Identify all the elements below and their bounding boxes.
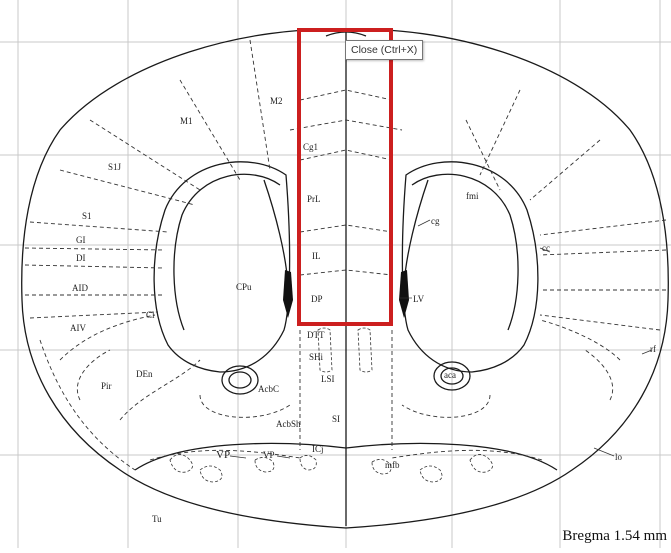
close-tooltip: Close (Ctrl+X)	[345, 40, 423, 60]
region-labels: M1 M2 Cg1 S1J S1 GI DI AID AIV Cl CPu Pr…	[70, 96, 656, 524]
label-shi: SHi	[309, 352, 324, 362]
label-mfb: mfb	[385, 460, 400, 470]
label-il: IL	[312, 251, 321, 261]
label-rf: rf	[650, 344, 656, 354]
label-si: SI	[332, 414, 340, 424]
label-lv: LV	[413, 294, 425, 304]
label-cl: Cl	[146, 310, 155, 320]
label-pir: Pir	[101, 381, 112, 391]
label-aca: aca	[444, 370, 456, 380]
label-di: DI	[76, 253, 86, 263]
label-vp-left: VP	[216, 449, 230, 461]
label-fmi: fmi	[466, 191, 479, 201]
label-acbsh: AcbSh	[276, 419, 301, 429]
bregma-label: Bregma 1.54 mm	[562, 528, 667, 545]
selection-box[interactable]	[299, 30, 391, 324]
label-aiv: AIV	[70, 323, 86, 333]
label-m2: M2	[270, 96, 283, 106]
label-cpu: CPu	[236, 282, 252, 292]
label-aid: AID	[72, 283, 88, 293]
label-icj: ICj	[312, 444, 324, 454]
label-cg1: Cg1	[303, 142, 318, 152]
label-m1: M1	[180, 116, 193, 126]
label-cc: cc	[542, 243, 550, 253]
label-dp: DP	[311, 294, 323, 304]
label-lsi: LSI	[321, 374, 335, 384]
label-cg: cg	[431, 216, 440, 226]
label-s1: S1	[82, 211, 92, 221]
brain-outline	[22, 30, 669, 528]
label-prl: PrL	[307, 194, 321, 204]
label-dtt: DTT	[307, 330, 325, 340]
label-gi: GI	[76, 235, 86, 245]
label-den: DEn	[136, 369, 153, 379]
label-vp-mid: VP	[263, 450, 275, 460]
label-s1j: S1J	[108, 162, 122, 172]
label-acbc: AcbC	[258, 384, 279, 394]
label-lo: lo	[615, 452, 623, 462]
label-tu: Tu	[152, 514, 162, 524]
